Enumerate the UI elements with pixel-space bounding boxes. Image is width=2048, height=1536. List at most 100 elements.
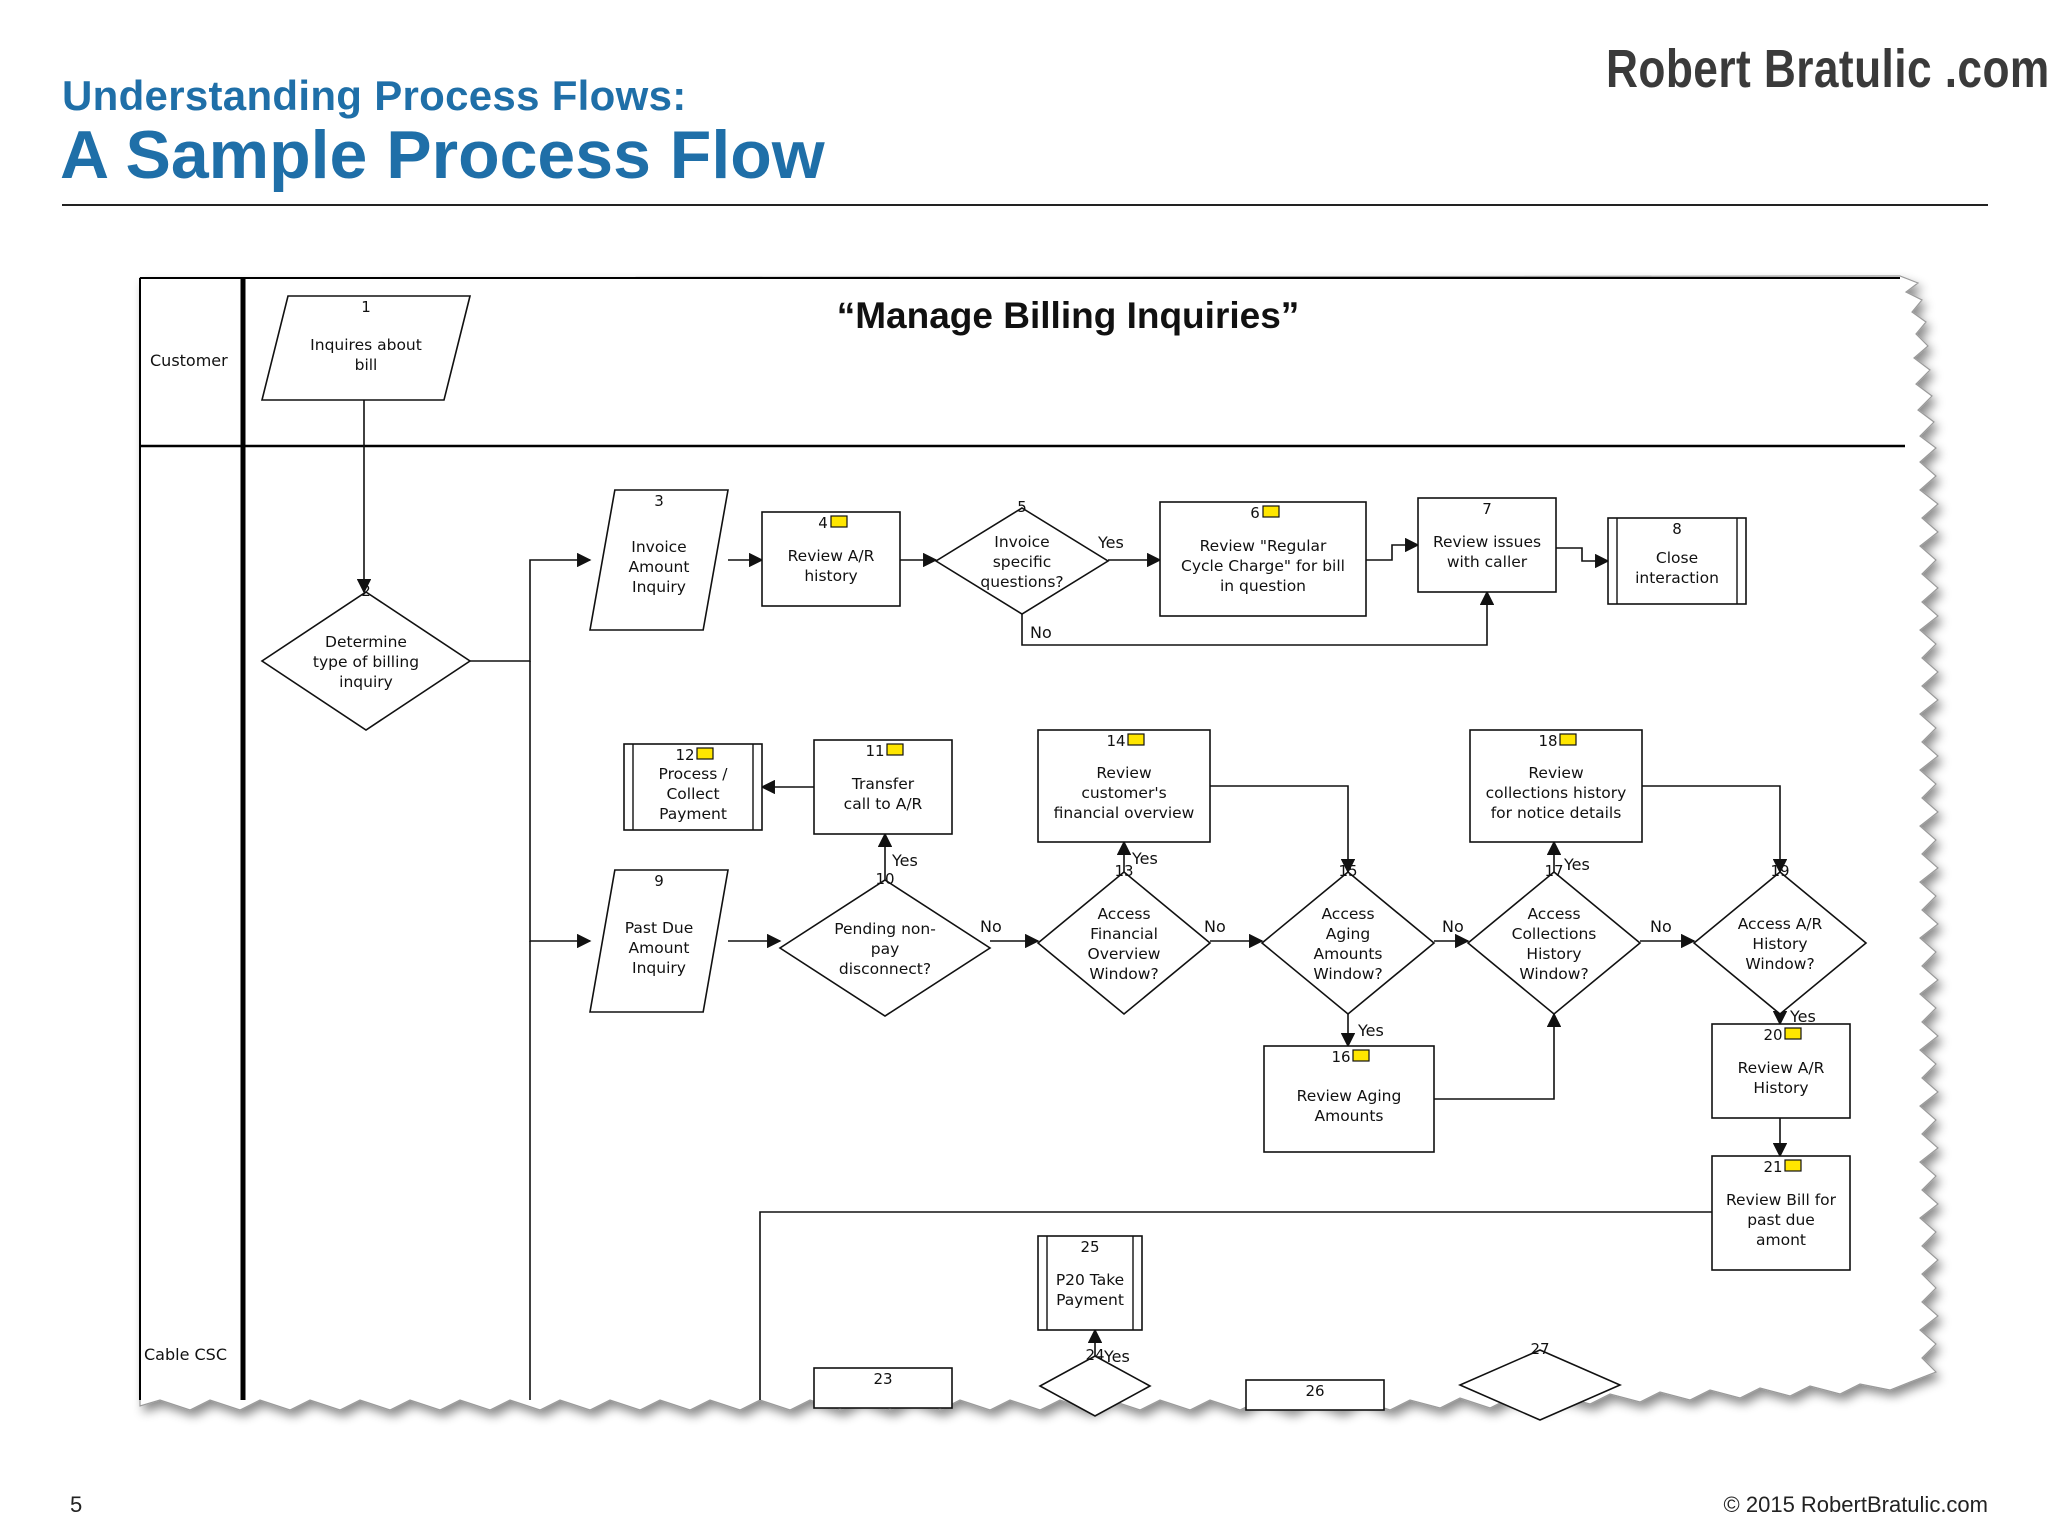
step-label-line: Review Bill for [1726,1191,1837,1209]
step-23-process: 23 [813,1367,953,1409]
step-label-line: P20 Take [1056,1271,1124,1289]
step-label-line: Amount [629,939,690,957]
step-label-line: Amounts [1315,1107,1384,1125]
step-label-line: type of billing [313,653,419,671]
title-divider [62,204,1988,206]
step-label-line: Collect [666,785,719,803]
step-number: 12 [675,746,694,764]
page-subtitle: Understanding Process Flows: [62,72,687,119]
step-label-line: for notice details [1491,804,1622,822]
step-label-line: Past Due [625,919,694,937]
step-label-line: Inquiry [632,578,686,596]
connector-label-10-11: Yes [891,851,918,870]
step-label-line: questions? [980,573,1063,591]
step-number: 7 [1482,500,1492,518]
connector-label-5-7: No [1030,623,1052,642]
connector-label-13-14: Yes [1131,849,1158,868]
note-icon [886,743,904,756]
step-label-line: Process / [659,765,729,783]
connector-label-15-17: No [1442,917,1464,936]
connector-18-to-19 [1642,785,1788,874]
step-label-line: Overview [1088,945,1161,963]
note-icon [1262,505,1280,518]
connector-label-19-20: Yes [1789,1007,1816,1026]
step-label-line: Access [1527,905,1580,923]
note-icon [696,747,714,760]
note-icon [1784,1159,1802,1172]
step-27-decision: 27 [1458,1340,1622,1421]
step-number: 3 [654,492,664,510]
page-title: A Sample Process Flow [60,117,825,193]
step-label-line: Review issues [1433,533,1541,551]
connector-7-to-8 [1556,547,1610,569]
note-icon [830,515,848,528]
step-number: 15 [1338,862,1357,880]
step-label-line: Determine [325,633,407,651]
step-number: 1 [361,298,371,316]
step-number: 21 [1763,1158,1782,1176]
step-label-line: History [1753,1079,1808,1097]
connector-label-5-6: Yes [1097,533,1124,552]
step-label-line: Window? [1089,965,1158,983]
connector-2-to-3 [470,552,592,662]
brand-logo: Robert Bratulic .com [1606,39,2048,99]
step-label-line: disconnect? [839,960,931,978]
step-number: 17 [1544,862,1563,880]
step-number: 23 [873,1370,892,1388]
lane-label-customer: Customer [150,351,228,370]
step-label-line: Pending non- [834,920,936,938]
step-label-line: amont [1756,1231,1806,1249]
step-label-line: financial overview [1054,804,1195,822]
step-label-line: Invoice [994,533,1049,551]
step-number: 26 [1305,1382,1324,1400]
connector-label-15-16: Yes [1357,1021,1384,1040]
step-number: 13 [1114,862,1133,880]
note-icon [1127,733,1145,746]
step-number: 14 [1106,732,1125,750]
step-label-line: Review A/R [788,547,875,565]
step-label-line: Aging [1326,925,1370,943]
step-label-line: interaction [1635,569,1719,587]
step-label-line: Review A/R [1738,1059,1825,1077]
connector-label-17-18: Yes [1563,855,1590,874]
step-label-line: Review [1528,764,1584,782]
step-number: 8 [1672,520,1682,538]
step-label-line: Access [1321,905,1374,923]
connector-6-to-7 [1366,537,1420,561]
step-number: 27 [1530,1340,1549,1358]
note-icon [1559,733,1577,746]
connector-line-1 [759,1211,1712,1400]
connector-label-24-25: Yes [1103,1347,1130,1366]
step-label-line: past due [1747,1211,1815,1229]
step-number: 25 [1080,1238,1099,1256]
step-label-line: Amounts [1314,945,1383,963]
step-label-line: Review Aging [1297,1087,1402,1105]
step-label-line: customer's [1081,784,1166,802]
connector-label-10-13: No [980,917,1002,936]
step-label-line: Inquires about [310,336,422,354]
step-label-line: Review [1096,764,1152,782]
diagram-title: “Manage Billing Inquiries” [837,295,1300,336]
step-label-line: History [1752,935,1807,953]
step-number: 9 [654,872,664,890]
step-label-line: Close [1656,549,1698,567]
step-number: 5 [1017,498,1027,516]
note-icon [1784,1027,1802,1040]
